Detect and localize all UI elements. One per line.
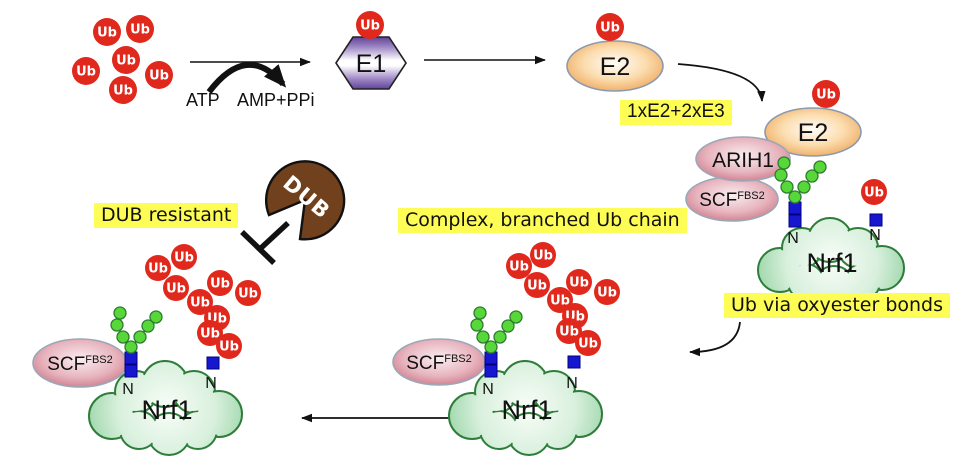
dub-enzyme: DUB <box>264 160 346 241</box>
e2-label: E2 <box>798 119 829 147</box>
ub-label: Ub <box>238 287 258 302</box>
ub-label: Ub <box>149 69 169 84</box>
ub-circle: Ub <box>112 46 140 74</box>
ub-circle: Ub <box>235 280 261 306</box>
ub-circle: Ub <box>812 80 840 108</box>
scf-label: SCFFBS2 <box>699 190 765 211</box>
branched-chain-annotation: Complex, branched Ub chain <box>398 208 687 233</box>
dub-pacman-shape <box>264 160 346 241</box>
glcnac-anchor-square <box>206 356 220 370</box>
ub-circle: Ub <box>861 179 887 205</box>
glcnac-anchor-square <box>869 213 883 227</box>
ub-circle: Ub <box>207 270 233 296</box>
oxyester-annotation: Ub via oxyester bonds <box>724 293 951 318</box>
nrf1-cloud-middle: Nrf1 N N <box>448 360 603 456</box>
amp-ppi-label: AMP+PPi <box>237 90 315 110</box>
ub-label: Ub <box>597 286 617 301</box>
ub-circle: Ub <box>594 279 620 305</box>
scf-fbs2-middle: SCFFBS2 <box>392 338 486 386</box>
inhibition-symbol <box>240 220 290 265</box>
ub-circle: Ub <box>72 57 100 85</box>
ub-label: Ub <box>200 327 220 342</box>
n-terminus-label: N <box>787 230 799 247</box>
ub-label: Ub <box>533 249 553 264</box>
arrow-atp-cycle <box>206 61 287 94</box>
ub-circle: Ub <box>163 275 189 301</box>
ub-label: Ub <box>578 337 598 352</box>
n-terminus-label: N <box>869 227 881 244</box>
nrf1-label: Nrf1 <box>501 395 552 425</box>
ub-label: Ub <box>569 276 589 291</box>
ub-circle: Ub <box>126 15 154 43</box>
e1-enzyme: E1 <box>335 36 407 90</box>
ub-label: Ub <box>600 21 620 36</box>
ub-label: Ub <box>97 26 117 41</box>
ub-circle: Ub <box>575 330 601 356</box>
ub-label: Ub <box>550 294 570 309</box>
n-terminus-label: N <box>566 375 578 392</box>
ub-label: Ub <box>76 65 96 80</box>
nrf1-label: Nrf1 <box>806 248 857 278</box>
arih1-enzyme: ARIH1 <box>695 136 791 182</box>
ub-label: Ub <box>130 23 150 38</box>
ub-label: Ub <box>509 260 529 275</box>
n-terminus-label: N <box>122 381 134 398</box>
nrf1-label: Nrf1 <box>141 395 192 425</box>
ub-label: Ub <box>116 54 136 69</box>
n-glycan <box>470 306 523 378</box>
scf-label: SCFFBS2 <box>406 353 472 374</box>
ub-label: Ub <box>113 84 133 99</box>
ub-label: Ub <box>210 277 230 292</box>
n-terminus-label: N <box>205 375 217 392</box>
n-terminus-label: N <box>482 381 494 398</box>
ub-circle: Ub <box>216 333 242 359</box>
ub-label: Ub <box>219 340 239 355</box>
ub-circle: Ub <box>530 242 556 268</box>
ub-circle: Ub <box>187 289 213 315</box>
ub-label: Ub <box>174 251 194 266</box>
nrf1-cloud-left: Nrf1 N N <box>88 360 243 456</box>
ub-circle: Ub <box>356 11 384 39</box>
ub-circle: Ub <box>93 18 121 46</box>
dub-resistant-annotation: DUB resistant <box>94 203 239 228</box>
e1-label: E1 <box>356 50 387 78</box>
ub-label: Ub <box>816 88 836 103</box>
arih1-label: ARIH1 <box>712 149 774 172</box>
glcnac-anchor-square <box>567 355 581 369</box>
ub-circle: Ub <box>566 269 592 295</box>
reaction-arrows <box>190 55 766 423</box>
ub-circle: Ub <box>171 244 197 270</box>
ub-label: Ub <box>864 186 884 201</box>
ub-circle: Ub <box>556 318 582 344</box>
ub-circle: Ub <box>145 61 173 89</box>
scf-label: SCFFBS2 <box>47 354 113 375</box>
e2-enzyme-free: E2 <box>566 40 664 92</box>
ub-label: Ub <box>559 325 579 340</box>
nrf1-cloud-right: Nrf1 N N <box>757 217 905 307</box>
scf-fbs2-left: SCFFBS2 <box>32 338 128 388</box>
ub-label: Ub <box>148 262 168 277</box>
ub-circle: Ub <box>506 253 532 279</box>
n-glycan <box>774 156 827 228</box>
e2-enzyme-complexed: E2 <box>764 107 862 157</box>
arrow-oxyester-down <box>689 321 741 357</box>
ub-label: Ub <box>166 282 186 297</box>
atp-label: ATP <box>186 90 220 110</box>
ub-circle: Ub <box>524 272 550 298</box>
arrow-e2-to-complex <box>677 63 766 102</box>
n-glycan <box>110 306 163 378</box>
ub-label: Ub <box>360 19 380 34</box>
stoichiometry-annotation: 1xE2+2xE3 <box>620 100 732 125</box>
ub-label: Ub <box>527 279 547 294</box>
ub-circle: Ub <box>109 76 137 104</box>
ub-circle: Ub <box>145 255 171 281</box>
ub-circle: Ub <box>197 320 223 346</box>
ub-label: Ub <box>190 296 210 311</box>
ub-circle: Ub <box>596 13 624 41</box>
scf-fbs2-right: SCFFBS2 <box>685 176 779 222</box>
e2-label: E2 <box>600 53 631 81</box>
